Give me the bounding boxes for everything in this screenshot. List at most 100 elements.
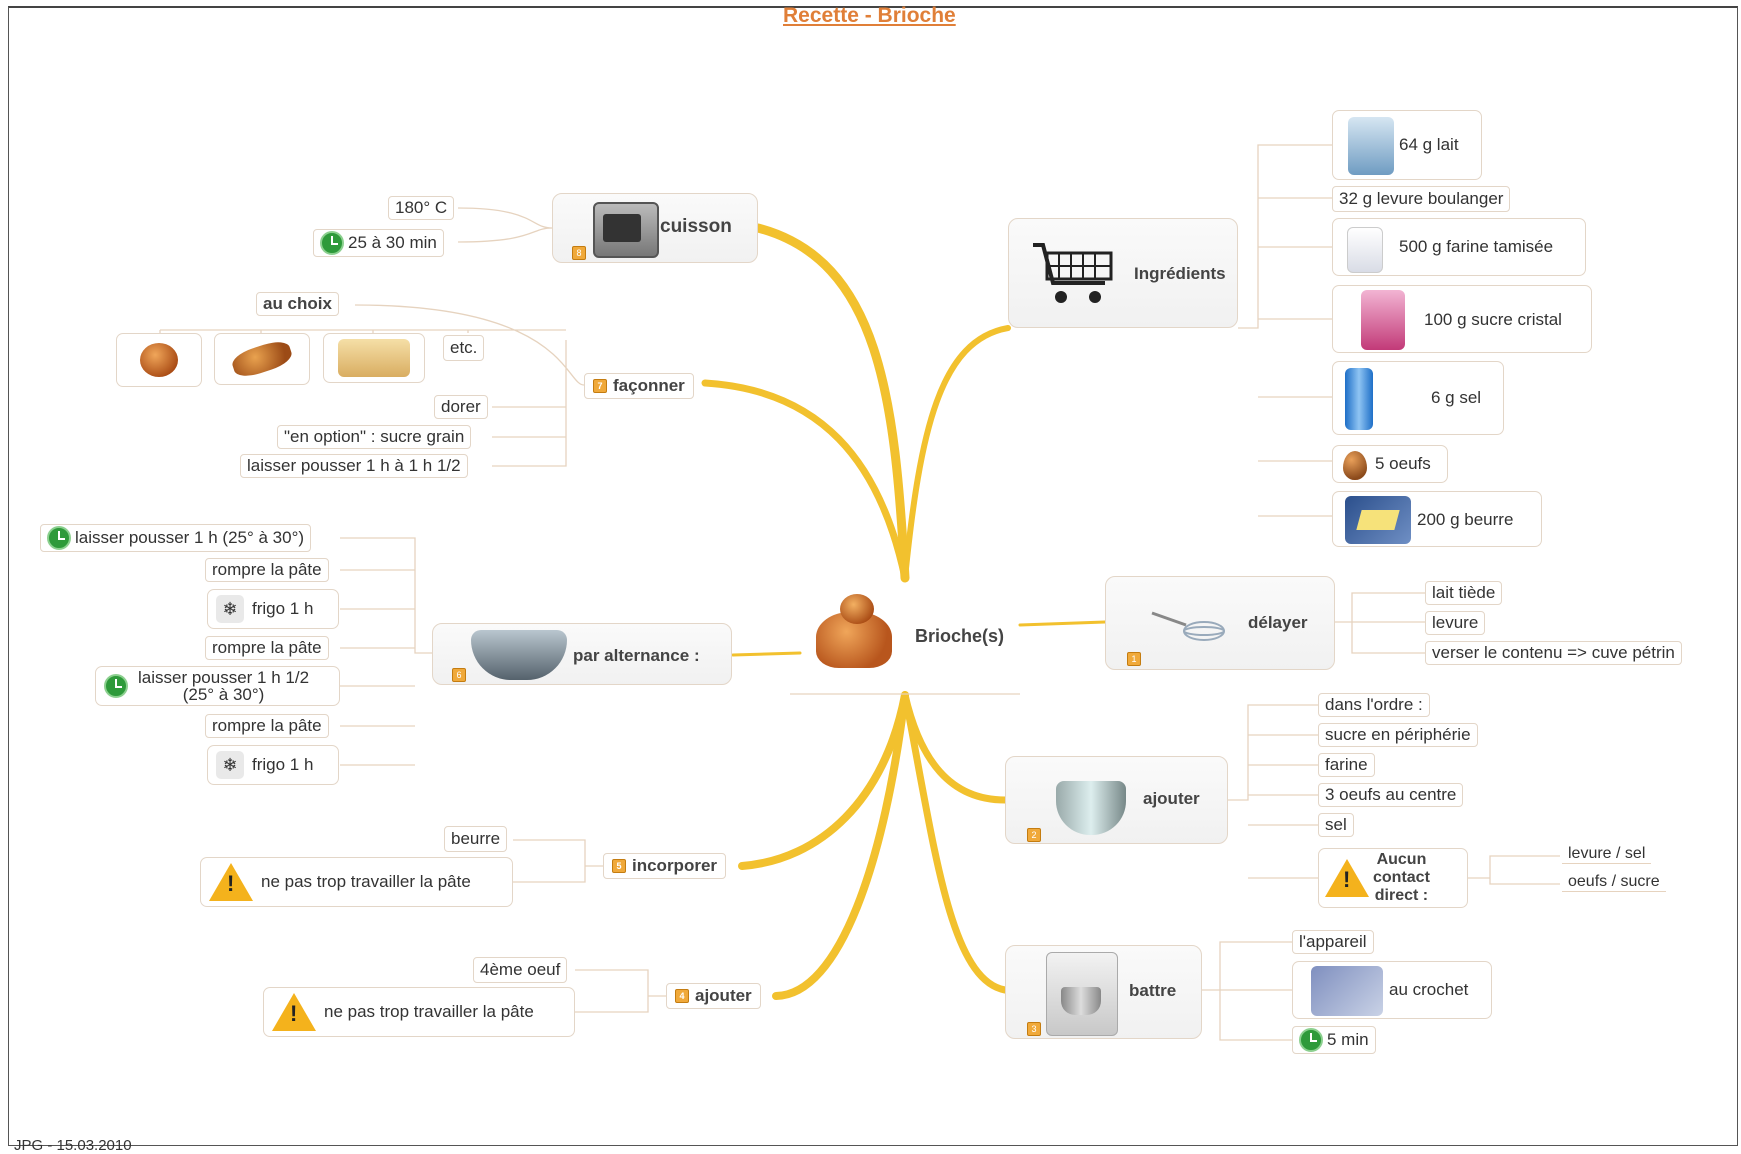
incorporer-beurre: beurre [444,826,508,852]
delayer-verser: verser le contenu => cuve pétrin [1425,641,1682,665]
ingr-lait: 64 g lait [1332,110,1482,180]
ajouter2-ordre: dans l'ordre : [1318,693,1430,717]
shape-etc: etc. [443,335,485,361]
branch-faconner [701,379,909,582]
ajouter2-sel: sel [1318,813,1354,837]
ajouter2-oeufs: 3 oeufs au centre [1318,783,1464,807]
alt-rompre-3: rompre la pâte [205,714,329,738]
branch-ingredients [902,325,1011,581]
snowflake-icon: ❄ [216,595,244,623]
alt-pousser-1: laisser pousser 1 h (25° à 30°) [40,524,312,552]
warning-levure-sel: levure / sel [1562,845,1652,864]
ajouter4-oeuf: 4ème oeuf [473,957,568,983]
wire-battre [1202,941,1292,1041]
alt-rompre-2: rompre la pâte [205,636,329,660]
milk-carton-icon [1348,117,1394,175]
ajouter4-warning: ne pas trop travailler la pâte [263,987,575,1037]
shape-brioche-tete [116,333,202,387]
step-badge: 8 [572,246,586,260]
wire-ingredients [1238,144,1332,517]
battre-crochet: au crochet [1292,961,1492,1019]
step-badge: 4 [675,989,689,1003]
salt-box-icon [1345,368,1373,430]
stand-mixer-icon [1046,952,1118,1036]
ajouter2-farine: farine [1318,753,1375,777]
delayer-levure: levure [1425,611,1486,635]
branch-battre [901,691,1009,994]
battre-appareil: l'appareil [1292,930,1374,954]
ingr-sel: 6 g sel [1332,361,1504,435]
sugar-bag-icon [1361,290,1405,350]
branch-cuisson [753,223,910,583]
branch-delayer [1018,620,1107,627]
wire-cuisson [457,207,553,243]
wire-alternance [340,537,432,766]
faconner-sucre-grain: "en option" : sucre grain [277,425,472,449]
wire-faconner-choix [159,304,585,467]
clock-icon [1299,1028,1323,1052]
branch-incorporer [738,691,909,870]
step-badge: 1 [1127,652,1141,666]
wire-incorporer [513,839,603,883]
topic-battre[interactable]: battre 3 [1005,945,1202,1039]
flour-bag-icon [1347,227,1383,273]
oven-icon [593,202,659,258]
faconner-dorer: dorer [434,395,488,419]
alt-rompre-1: rompre la pâte [205,558,329,582]
step-badge: 3 [1027,1022,1041,1036]
cuisson-temp: 180° C [388,196,455,220]
step-badge: 7 [593,379,607,393]
warning-oeufs-sucre: oeufs / sucre [1562,873,1666,892]
topic-cuisson[interactable]: cuisson 8 [552,193,758,263]
clock-icon [104,674,128,698]
faconner-choix: au choix [256,292,339,316]
egg-icon [1343,451,1367,480]
shape-brioche-tresse [323,333,425,383]
ingr-levure: 32 g levure boulanger [1332,186,1511,212]
page-title: Recette - Brioche [783,4,956,27]
warning-icon [1325,859,1369,897]
footer-credit: JPG - 15.03.2010 [14,1137,132,1154]
alt-frigo-1: ❄frigo 1 h [207,589,339,629]
ingr-oeufs: 5 oeufs [1332,445,1448,483]
ingr-farine: 500 g farine tamisée [1332,218,1586,276]
warning-icon [272,993,316,1031]
mixing-bowl-icon [1056,781,1126,835]
topic-ingredients[interactable]: Ingrédients [1008,218,1238,328]
cart-icon [1029,239,1117,311]
ajouter2-sucre: sucre en périphérie [1318,723,1478,747]
topic-ajouter-2[interactable]: ajouter 2 [1005,756,1228,844]
center-topic[interactable]: Brioche(s) [915,626,1005,646]
shape-brioche-nanterre [214,333,310,385]
wire-ajouter2 [1228,704,1560,885]
bowl-icon [471,630,567,680]
branch-alternance [731,651,802,657]
butter-icon [1345,496,1411,544]
cuisson-time: 25 à 30 min [313,229,444,257]
center-image [812,592,896,676]
faconner-pousser: laisser pousser 1 h à 1 h 1/2 [240,454,468,478]
whisk-icon [1146,605,1226,645]
wire-delayer [1335,592,1425,654]
incorporer-warning: ne pas trop travailler la pâte [200,857,513,907]
clock-icon [320,231,344,255]
warning-icon [209,863,253,901]
delayer-lait: lait tiède [1425,581,1503,605]
alt-pousser-2: laisser pousser 1 h 1/2(25° à 30°) [95,666,340,706]
step-badge: 2 [1027,828,1041,842]
diagram-frame [8,6,1738,1146]
clock-icon [47,526,71,550]
topic-delayer[interactable]: délayer 1 [1105,576,1335,670]
step-badge: 6 [452,668,466,682]
battre-duree: 5 min [1292,1026,1376,1054]
snowflake-icon: ❄ [216,751,244,779]
alt-frigo-2: ❄frigo 1 h [207,745,339,785]
ingr-beurre: 200 g beurre [1332,491,1542,547]
dough-hook-icon [1311,966,1383,1016]
topic-alternance[interactable]: par alternance : 6 [432,623,732,685]
